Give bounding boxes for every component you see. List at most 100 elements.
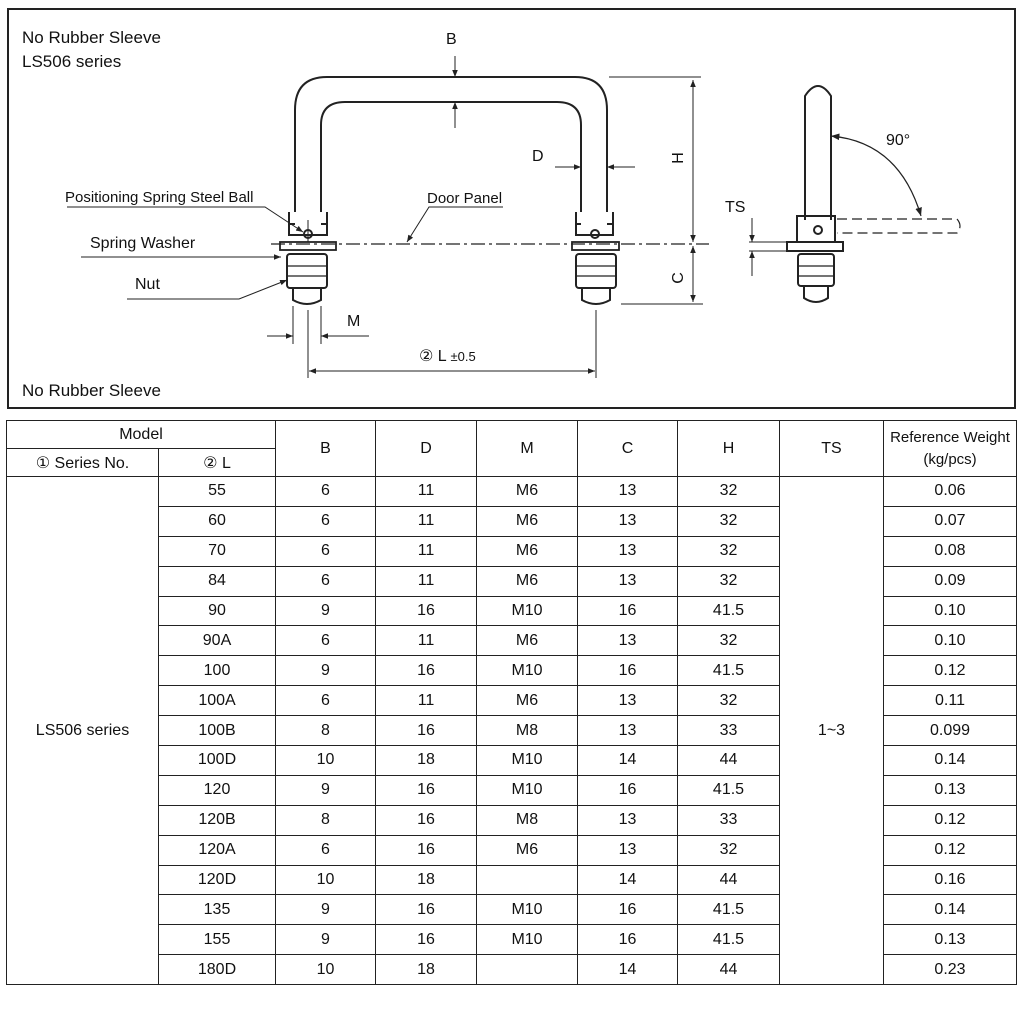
cell-d: 16 xyxy=(375,595,477,627)
cell-h: 44 xyxy=(677,954,780,986)
cell-b: 8 xyxy=(275,804,376,836)
side-view xyxy=(749,85,961,303)
cell-l: 120A xyxy=(158,834,276,866)
header-weight: Reference Weight (kg/pcs) xyxy=(883,420,1017,477)
cell-b: 8 xyxy=(275,715,376,747)
dim-b-label: B xyxy=(446,31,457,48)
cell-m: M10 xyxy=(476,924,578,956)
cell-m: M6 xyxy=(476,834,578,866)
cell-d: 18 xyxy=(375,864,477,896)
cell-d: 11 xyxy=(375,535,477,567)
cell-b: 10 xyxy=(275,745,376,776)
cell-c: 13 xyxy=(577,505,678,537)
cell-weight: 0.12 xyxy=(883,655,1017,687)
cell-weight: 0.12 xyxy=(883,804,1017,836)
cell-l: 120D xyxy=(158,864,276,896)
cell-l: 70 xyxy=(158,535,276,567)
cell-l: 100B xyxy=(158,715,276,747)
cell-b: 6 xyxy=(275,565,376,597)
cell-b: 9 xyxy=(275,894,376,926)
header-model: Model xyxy=(6,420,276,449)
cell-c: 13 xyxy=(577,715,678,747)
cell-c: 14 xyxy=(577,864,678,896)
cell-c: 13 xyxy=(577,565,678,597)
ball-label: Positioning Spring Steel Ball xyxy=(65,189,254,206)
header-series-no: ① Series No. xyxy=(6,448,159,477)
handle-inner-outline xyxy=(320,101,582,212)
cell-h: 32 xyxy=(677,565,780,597)
header-b: B xyxy=(275,420,376,477)
cell-h: 33 xyxy=(677,715,780,747)
washer-label: Spring Washer xyxy=(90,235,196,252)
cell-weight: 0.12 xyxy=(883,834,1017,866)
header-c: C xyxy=(577,420,678,477)
cell-weight: 0.13 xyxy=(883,924,1017,956)
cell-l: 60 xyxy=(158,505,276,537)
cell-b: 6 xyxy=(275,685,376,717)
right-leg-hardware xyxy=(571,212,620,305)
cell-l: 120B xyxy=(158,804,276,836)
cell-d: 11 xyxy=(375,625,477,657)
cell-b: 6 xyxy=(275,625,376,657)
door-panel-leader xyxy=(406,206,503,243)
table-header: Model B D M C H TS Reference Weight (kg/… xyxy=(6,420,1017,477)
cell-c: 16 xyxy=(577,595,678,627)
cell-m: M8 xyxy=(476,715,578,747)
cell-l: 55 xyxy=(158,476,276,507)
cell-h: 32 xyxy=(677,625,780,657)
cell-m: M6 xyxy=(476,685,578,717)
cell-l: 84 xyxy=(158,565,276,597)
cell-h: 41.5 xyxy=(677,924,780,956)
cell-c: 13 xyxy=(577,834,678,866)
cell-c: 13 xyxy=(577,625,678,657)
cell-c: 13 xyxy=(577,804,678,836)
dim-m-label: M xyxy=(347,313,361,330)
cell-weight: 0.13 xyxy=(883,774,1017,806)
header-ts: TS xyxy=(779,420,884,477)
cell-c: 13 xyxy=(577,476,678,507)
cell-d: 16 xyxy=(375,924,477,956)
cell-weight: 0.10 xyxy=(883,625,1017,657)
cell-d: 16 xyxy=(375,834,477,866)
cell-b: 6 xyxy=(275,834,376,866)
specification-table: Model B D M C H TS Reference Weight (kg/… xyxy=(6,420,1017,986)
dim-l-label: ② L ±0.5 xyxy=(419,348,476,365)
cell-c: 13 xyxy=(577,535,678,567)
cell-d: 11 xyxy=(375,505,477,537)
cell-h: 32 xyxy=(677,476,780,507)
cell-m xyxy=(476,954,578,986)
cell-b: 6 xyxy=(275,476,376,507)
technical-drawing-panel: No Rubber Sleeve LS506 series No Rubber … xyxy=(7,8,1016,409)
cell-d: 16 xyxy=(375,894,477,926)
cell-h: 41.5 xyxy=(677,595,780,627)
cell-l: 100D xyxy=(158,745,276,776)
angle-label: 90° xyxy=(886,132,911,149)
cell-d: 18 xyxy=(375,745,477,776)
cell-h: 32 xyxy=(677,505,780,537)
cell-d: 16 xyxy=(375,774,477,806)
cell-l: 90A xyxy=(158,625,276,657)
ball-leader xyxy=(67,206,304,233)
cell-m: M6 xyxy=(476,625,578,657)
cell-c: 16 xyxy=(577,774,678,806)
cell-b: 10 xyxy=(275,864,376,896)
cell-b: 6 xyxy=(275,535,376,567)
cell-b: 10 xyxy=(275,954,376,986)
cell-l: 180D xyxy=(158,954,276,986)
cell-h: 41.5 xyxy=(677,655,780,687)
cell-h: 33 xyxy=(677,804,780,836)
cell-d: 11 xyxy=(375,476,477,507)
left-leg-hardware xyxy=(279,212,337,305)
cell-m: M8 xyxy=(476,804,578,836)
cell-d: 11 xyxy=(375,565,477,597)
cell-b: 9 xyxy=(275,595,376,627)
series-name-cell: LS506 series xyxy=(6,475,159,986)
